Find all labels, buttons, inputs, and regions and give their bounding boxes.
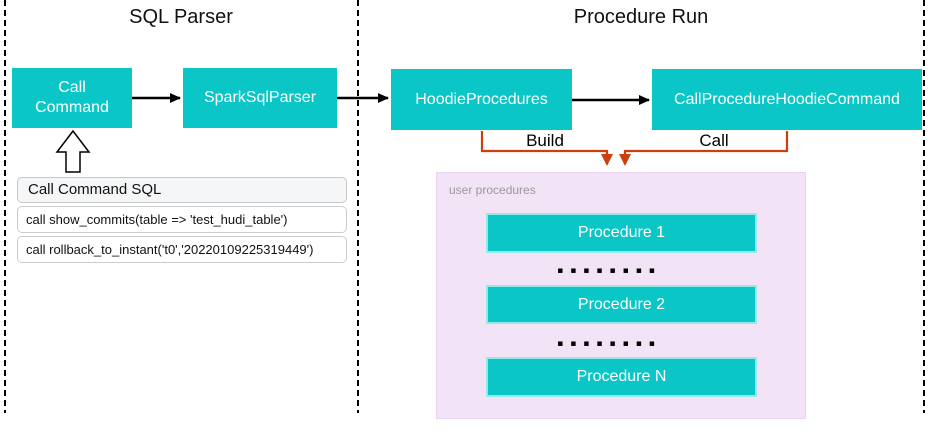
node-sparksqlparser: SparkSqlParser [183, 68, 337, 128]
hollow-up-arrow-icon [55, 129, 91, 173]
procedure-run-panel-right-border [923, 0, 925, 413]
sql-example-row: call rollback_to_instant('t0','202201092… [17, 236, 347, 263]
call-command-sql-header: Call Command SQL [17, 177, 347, 203]
sql-parser-panel-title: SQL Parser [129, 6, 233, 28]
edge-label-call: Call [699, 131, 729, 150]
call-command-sql-card: Call Command SQL call show_commits(table… [17, 177, 347, 263]
sql-example-row: call show_commits(table => 'test_hudi_ta… [17, 206, 347, 233]
ellipsis-dots: ▪▪▪▪▪▪▪▪ [557, 339, 662, 349]
node-hoodieprocedures: HoodieProcedures [391, 69, 572, 130]
node-procedure-n: Procedure N [486, 357, 757, 397]
node-callprocedurehoodiecommand: CallProcedureHoodieCommand [652, 69, 922, 130]
ellipsis-dots: ▪▪▪▪▪▪▪▪ [557, 266, 662, 276]
node-procedure-1: Procedure 1 [486, 213, 757, 253]
sql-parser-panel-left-border [4, 0, 6, 413]
procedure-run-panel-title: Procedure Run [573, 6, 709, 28]
user-procedures-group: user procedures Procedure 1 ▪▪▪▪▪▪▪▪ Pro… [436, 172, 806, 419]
panel-divider-border [357, 0, 359, 413]
edge-label-build: Build [526, 131, 564, 150]
node-procedure-2: Procedure 2 [486, 285, 757, 324]
node-call-command: Call Command [12, 68, 132, 128]
user-procedures-group-label: user procedures [449, 183, 536, 197]
